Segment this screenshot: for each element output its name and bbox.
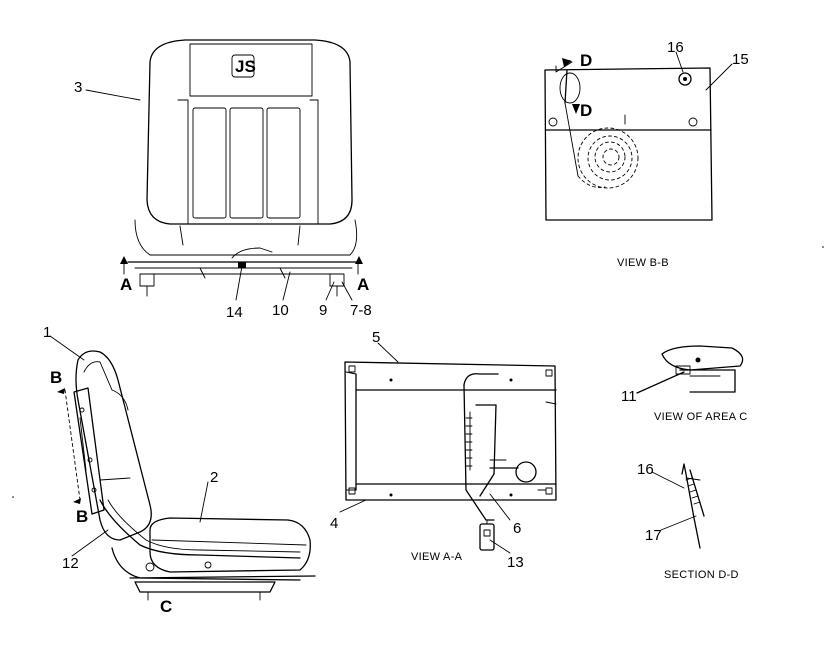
leaders-view-aa	[339, 342, 511, 554]
section-mark-d-bottom: D	[580, 101, 592, 120]
callout-1: 1	[43, 324, 51, 341]
section-mark-a-left: A	[120, 275, 132, 294]
caption-view-area-c: VIEW OF AREA C	[654, 411, 747, 423]
caption-view-aa: VIEW A-A	[411, 551, 463, 563]
callout-12: 12	[62, 555, 79, 572]
callout-13: 13	[507, 554, 524, 571]
area-mark-c: C	[160, 597, 172, 616]
callout-14: 14	[226, 304, 243, 321]
callout-5: 5	[372, 329, 380, 346]
stray-dot	[12, 496, 14, 498]
section-mark-b-bottom: B	[76, 507, 88, 526]
callout-11: 11	[621, 388, 637, 405]
seat-back-front-view: JS	[120, 39, 363, 297]
stray-dot	[822, 246, 824, 248]
callout-9: 9	[319, 302, 327, 319]
leaders-view-bb	[675, 51, 733, 91]
caption-section-dd: SECTION D-D	[664, 569, 739, 581]
caption-view-bb: VIEW B-B	[617, 257, 669, 269]
callout-6: 6	[513, 520, 521, 537]
leaders-front-view	[85, 89, 353, 301]
callout-7-8: 7-8	[350, 302, 372, 319]
callout-3: 3	[74, 79, 82, 96]
callout-16-top: 16	[667, 39, 684, 56]
section-mark-b-top: B	[50, 368, 62, 387]
callout-15: 15	[732, 51, 749, 68]
callout-10: 10	[272, 302, 289, 319]
callout-17: 17	[645, 527, 662, 544]
section-dd	[681, 463, 705, 549]
callout-16-dd: 16	[637, 461, 654, 478]
leaders-section-dd	[651, 471, 697, 531]
view-aa-frame	[344, 361, 557, 551]
seat-side-view	[57, 350, 316, 601]
view-bb-panel	[544, 58, 713, 221]
section-mark-d-top: D	[580, 51, 592, 70]
svg-text:JS: JS	[235, 57, 256, 76]
view-area-c	[661, 345, 744, 393]
callout-2: 2	[210, 469, 218, 486]
leader-11	[636, 371, 685, 394]
section-mark-a-right: A	[357, 275, 369, 294]
callout-4: 4	[330, 515, 338, 532]
leaders-side-view	[49, 335, 209, 557]
